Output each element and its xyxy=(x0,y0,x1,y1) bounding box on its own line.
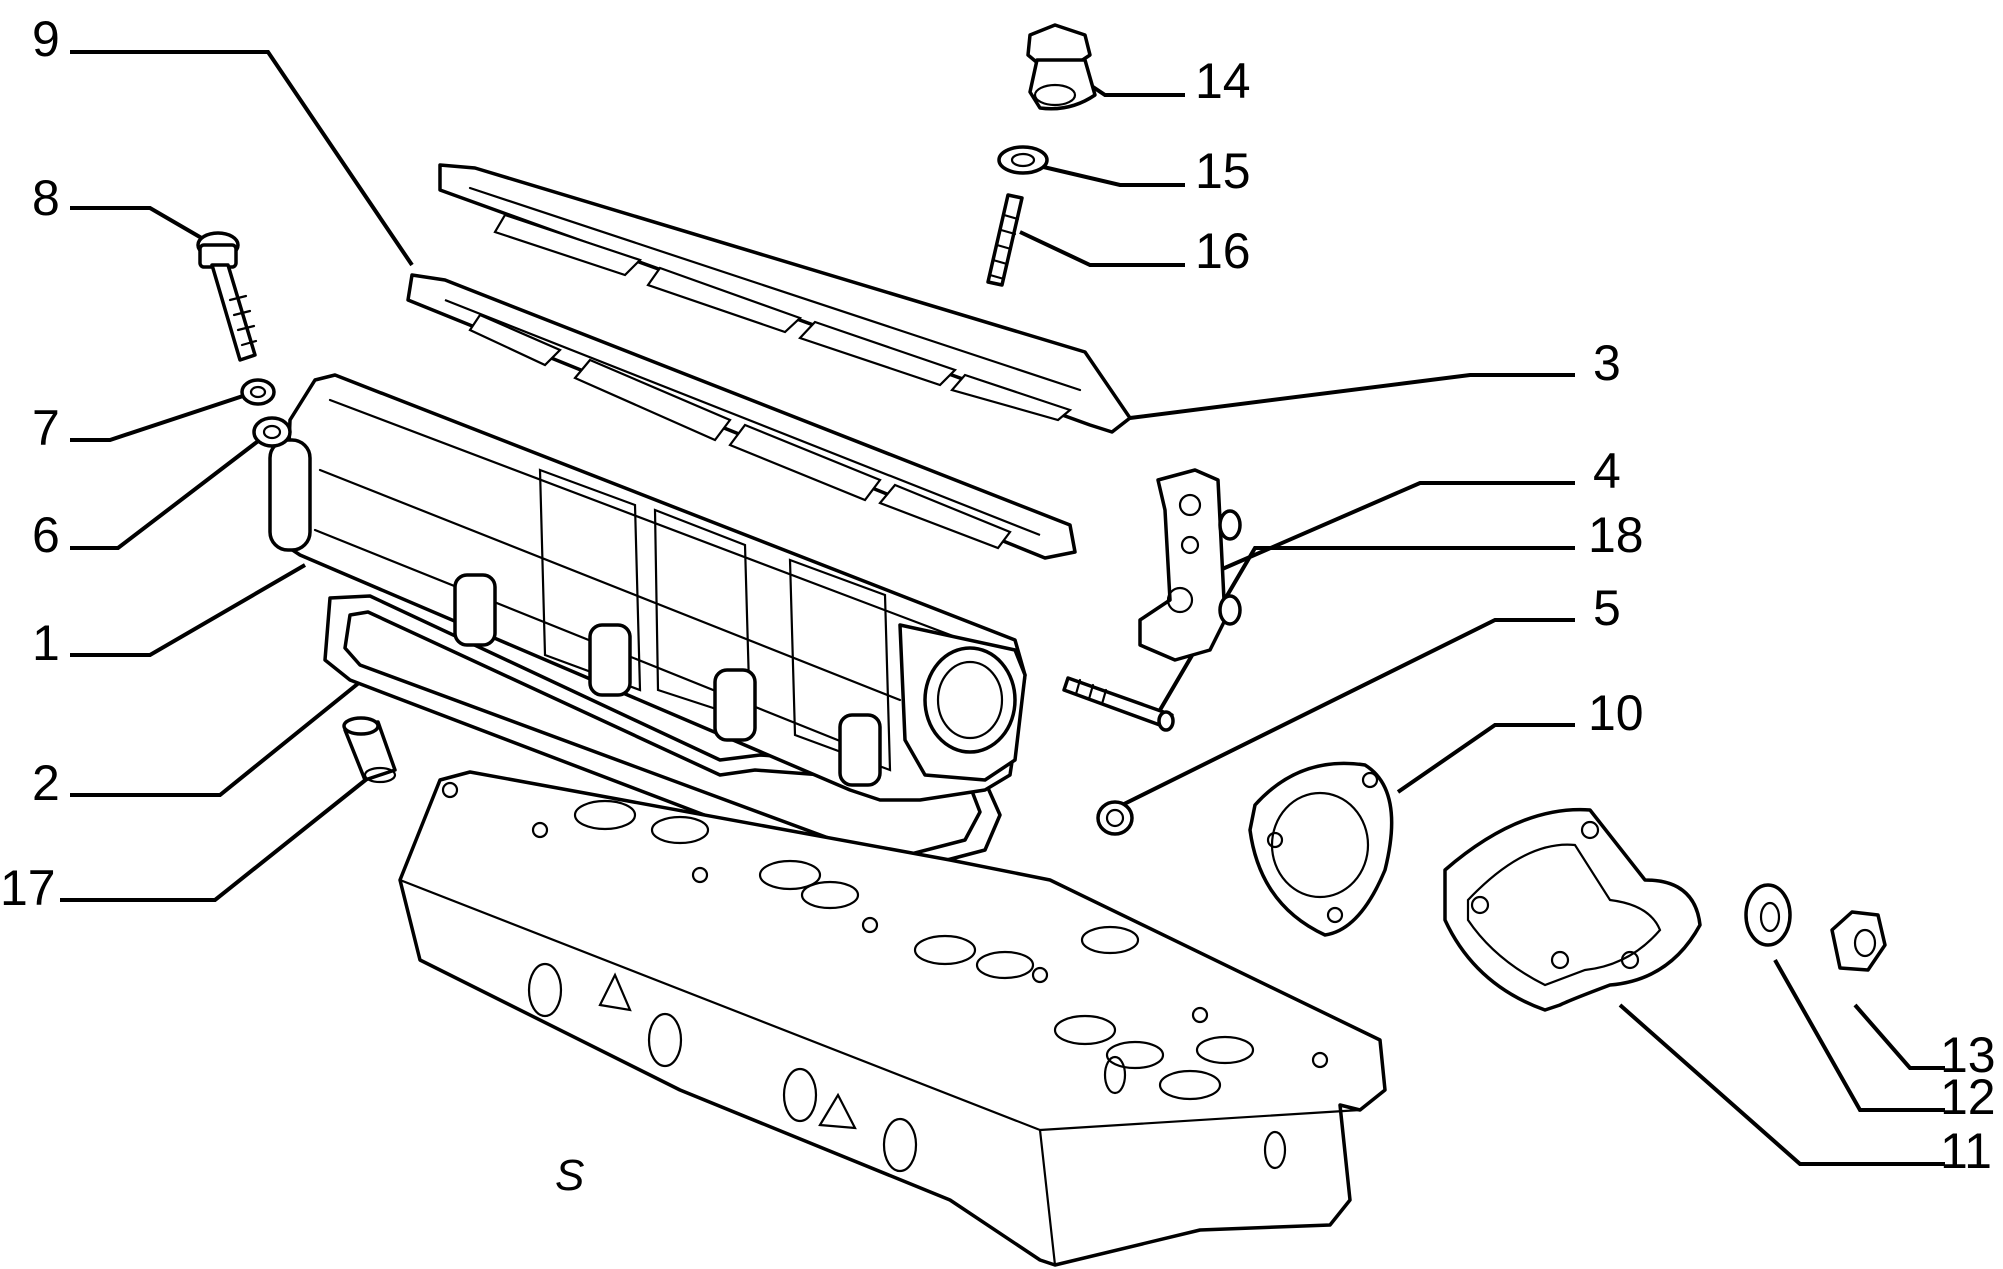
leader-8 xyxy=(70,206,207,242)
part-5-seal-ring xyxy=(1096,800,1134,836)
leader-2 xyxy=(70,680,362,797)
callout-14: 14 xyxy=(1195,53,1251,109)
leader-6 xyxy=(70,430,272,550)
part-16-stud xyxy=(986,193,1024,287)
callout-16: 16 xyxy=(1195,223,1251,279)
callout-7: 7 xyxy=(32,400,60,456)
part-8-bolt xyxy=(196,231,258,362)
leader-4 xyxy=(1219,481,1575,572)
leader-7 xyxy=(70,390,256,442)
part-1-rocker-cover xyxy=(268,373,1027,802)
leader-1 xyxy=(70,563,307,657)
part-10-gasket xyxy=(1248,761,1394,937)
part-6-grommet xyxy=(252,416,292,448)
leader-13 xyxy=(1853,1003,1945,1070)
callout-5: 5 xyxy=(1593,580,1621,636)
callout-1: 1 xyxy=(32,615,60,671)
part-13-nut xyxy=(1830,910,1887,972)
part-7-washer xyxy=(240,378,276,406)
callout-17: 17 xyxy=(0,860,56,916)
part-14-breather-cap xyxy=(1026,23,1097,111)
part-2-cover-gasket xyxy=(323,594,1002,884)
variant-mark: S xyxy=(555,1151,584,1200)
leader-12 xyxy=(1773,959,1945,1112)
leader-17 xyxy=(60,776,370,902)
part-3-gasket xyxy=(438,163,1132,434)
callout-9: 9 xyxy=(32,11,60,67)
callout-10: 10 xyxy=(1588,685,1644,741)
part-12-washer xyxy=(1744,883,1792,947)
callout-8: 8 xyxy=(32,170,60,226)
part-9-baffle-plate xyxy=(406,273,1077,560)
callout-18: 18 xyxy=(1588,507,1644,563)
leader-3 xyxy=(1129,373,1575,420)
callout-12: 12 xyxy=(1940,1069,1996,1125)
callout-13: 13 xyxy=(1940,1027,1996,1083)
part-17-sleeve xyxy=(342,716,397,784)
leader-10 xyxy=(1396,723,1575,794)
callout-4: 4 xyxy=(1593,443,1621,499)
callout-2: 2 xyxy=(32,755,60,811)
leader-9 xyxy=(70,50,414,267)
callout-labels: 9 8 7 6 1 2 17 14 15 16 3 4 18 5 10 13 1… xyxy=(0,11,1996,1200)
callout-6: 6 xyxy=(32,507,60,563)
part-4-bracket xyxy=(1138,468,1242,662)
leader-5 xyxy=(1111,618,1575,812)
callout-3: 3 xyxy=(1593,335,1621,391)
callout-11: 11 xyxy=(1940,1123,1992,1179)
part-15-washer xyxy=(997,145,1049,175)
part-18-stud xyxy=(1062,676,1175,732)
part-11-cover-plate xyxy=(1443,807,1702,1012)
callout-15: 15 xyxy=(1195,143,1251,199)
leader-16 xyxy=(1019,230,1185,267)
leader-15 xyxy=(1034,163,1185,187)
leader-11 xyxy=(1618,1003,1945,1166)
cylinder-head xyxy=(398,770,1387,1267)
